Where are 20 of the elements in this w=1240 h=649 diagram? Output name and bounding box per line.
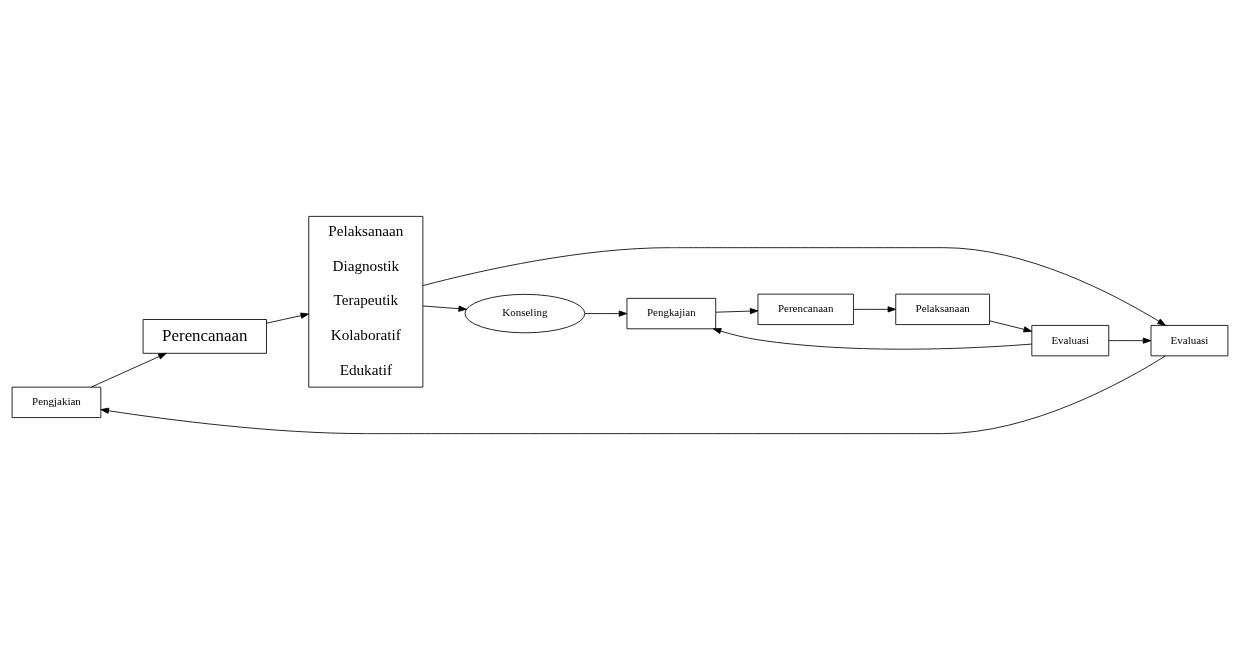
- arrow: [715, 307, 759, 314]
- arrow: [712, 327, 1033, 350]
- arrow: [100, 355, 1166, 434]
- arrow: [1108, 337, 1152, 344]
- node-box: Pengjakian: [11, 386, 102, 418]
- arrow: [90, 352, 167, 387]
- node-box: Perencanaan: [142, 318, 267, 354]
- node-box: Pengkajian: [626, 297, 717, 329]
- arrow: [584, 310, 628, 317]
- arrow: [422, 246, 1166, 326]
- node-box: Pelaksanaan: [895, 293, 990, 325]
- node-box: Evaluasi: [1150, 324, 1229, 356]
- node-box: Pelaksanaan Diagnostik Terapeutik Kolaboratif Edukatif: [308, 215, 424, 388]
- arrow: [989, 319, 1032, 332]
- arrow: [853, 305, 897, 312]
- arrow: [422, 305, 467, 312]
- node-box: Perencanaan: [757, 293, 854, 325]
- node-box: Evaluasi: [1031, 324, 1110, 356]
- node-ellipse: Konseling: [464, 293, 586, 333]
- arrow: [266, 312, 309, 324]
